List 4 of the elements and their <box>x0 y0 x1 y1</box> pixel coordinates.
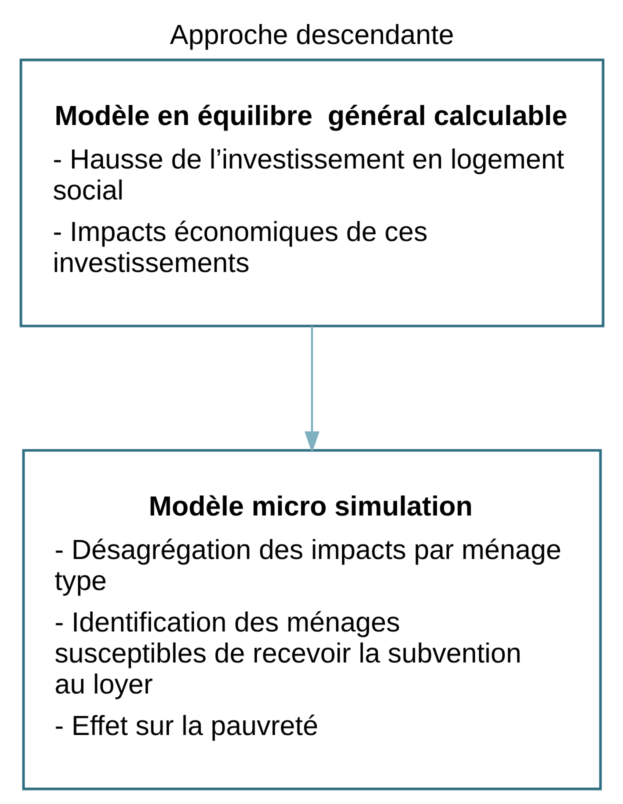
diagram-title: Approche descendante <box>169 19 454 50</box>
arrow <box>304 326 319 453</box>
node-box: Modèle micro simulation - Désagrégation des impacts par ménage type - Identification des ménages susceptibles de recevoir la subvention au loyer - Effet sur la pauvreté <box>22 449 602 790</box>
node-box: Modèle en équilibre général calculable - Hausse de l’investissement en logement social - Impacts économiques de ces investissements <box>19 58 604 328</box>
